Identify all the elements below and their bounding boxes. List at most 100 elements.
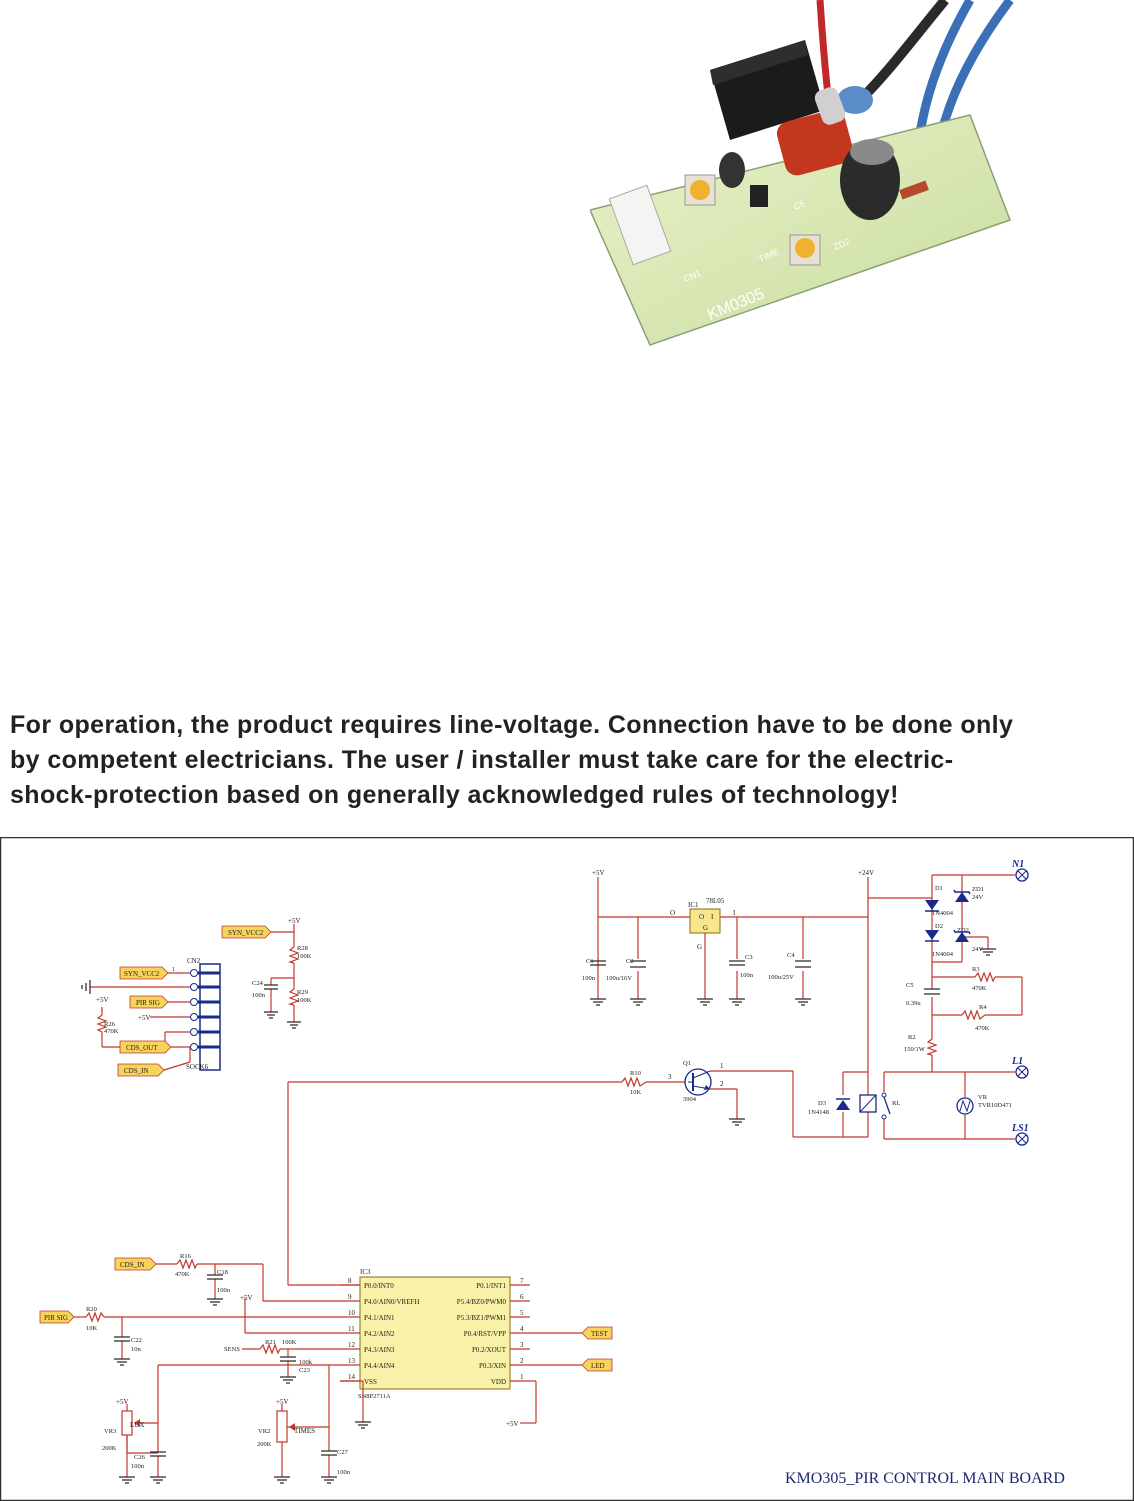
r29-ref: R29 [297, 989, 308, 996]
ic1-pin-g: G [703, 924, 708, 932]
r26-ref: R26 [104, 1021, 116, 1028]
rail-label: +5V [116, 1398, 129, 1406]
q1-pin-c: 1 [720, 1062, 724, 1070]
diode-d3 [836, 1098, 850, 1110]
d2-value: 1N4004 [932, 951, 954, 958]
ic3-pin-name: VDD [491, 1378, 506, 1386]
d2-ref: D2 [935, 923, 943, 930]
ic3-pin-name: P0.0/INT0 [364, 1282, 394, 1290]
r16-ref: R16 [180, 1253, 192, 1260]
ic3-pin-name: P5.4/BZ0/PWM0 [457, 1298, 507, 1306]
ic3-pin-number: 14 [348, 1373, 356, 1381]
net-flag-pir-sig: PIR SIG [129, 995, 169, 1009]
ic1-net-o: O [670, 909, 675, 917]
c22-ref: C22 [131, 1337, 142, 1344]
ic3-pin-number: 3 [520, 1341, 524, 1349]
c3-ref: C3 [745, 954, 753, 961]
sens-label: SENS [224, 1346, 240, 1353]
svg-text:LED: LED [591, 1362, 605, 1370]
svg-text:SYN_VCC2: SYN_VCC2 [228, 929, 264, 937]
c2-ref: C2 [626, 958, 634, 965]
zd1-value: 24V [972, 894, 984, 901]
vr2-ref: VR2 [258, 1428, 270, 1435]
r2-value: 150/1W [904, 1046, 926, 1053]
c4-ref: C4 [787, 952, 795, 959]
svg-text:PIR SIG: PIR SIG [136, 999, 160, 1007]
zd2-value: 24V [972, 946, 984, 953]
svg-text:CDS_IN: CDS_IN [124, 1067, 149, 1075]
rail-label: +5V [138, 1014, 151, 1022]
rail-label: +24V [858, 869, 874, 877]
ic3-ref: IC3 [360, 1268, 371, 1276]
ic3-pin-number: 9 [348, 1293, 352, 1301]
c3-value: 100n [740, 972, 754, 979]
cn2-ref: CN2 [187, 957, 201, 965]
r29-value: 100K [297, 997, 312, 1004]
r10-ref: R10 [630, 1070, 641, 1077]
ic3-pins: 8P0.0/INT09P4.0/AIN0/VREFH10P4.1/AIN111P… [340, 1277, 530, 1386]
r16-value: 470K [175, 1271, 190, 1278]
svg-text:CDS_OUT: CDS_OUT [126, 1044, 158, 1052]
r4-ref: R4 [979, 1004, 987, 1011]
svg-text:PIR SIG: PIR SIG [44, 1314, 68, 1322]
mcu-ic3 [359, 1276, 511, 1390]
times-label: TIMES [294, 1427, 315, 1435]
c26-ref: C26 [134, 1454, 146, 1461]
c24-ref: C24 [252, 980, 264, 987]
ic3-pin-name: P4.0/AIN0/VREFH [364, 1298, 419, 1306]
ic1-net-i: I [733, 909, 736, 917]
ic3-pin-name: P0.3/XIN [479, 1362, 506, 1370]
ic3-pin-name: P4.4/AIN4 [364, 1362, 395, 1370]
warning-line: by competent electricians. The user / in… [10, 746, 954, 774]
c26-value: 100n [131, 1463, 145, 1470]
net-flag-test: TEST [581, 1326, 613, 1340]
svg-text:L1: L1 [1011, 1056, 1023, 1067]
ic3-pin-number: 6 [520, 1293, 524, 1301]
ic3-pin-name: P0.1/INT1 [476, 1282, 506, 1290]
warning-line: For operation, the product requires line… [10, 711, 1014, 739]
net-flag-pir-sig-b: PIR SIG [39, 1310, 75, 1324]
c24-value: 100n [252, 992, 266, 999]
r3-value: 470K [972, 985, 987, 992]
r26-value: 470K [104, 1028, 119, 1035]
ic1-pin-i: I [711, 913, 714, 921]
r20-value: 10K [86, 1325, 98, 1332]
svg-text:CDS_IN: CDS_IN [120, 1261, 145, 1269]
rail-label: +5V [96, 996, 109, 1004]
rail-label: +5V [592, 869, 605, 877]
product-photo: KM0305 TIME CN1 ZD2 C5 [590, 0, 1014, 346]
rail-label: +5V [276, 1398, 289, 1406]
c1-ref: C1 [586, 958, 594, 965]
ic3-pin-number: 5 [520, 1309, 524, 1317]
c18-ref: C18 [217, 1269, 228, 1276]
rail-label: +5V [240, 1294, 253, 1302]
ic3-pin-name: P4.3/AIN3 [364, 1346, 395, 1354]
connector-cn2: CN2 1 SOCK6 [172, 957, 221, 1071]
r28-value: 100K [297, 953, 312, 960]
transistor-q1 [684, 1068, 712, 1096]
vr3-ref: VR3 [104, 1428, 116, 1435]
ic3-pin-number: 12 [348, 1341, 356, 1349]
vr-ref: VR [978, 1094, 988, 1101]
q1-ref: Q1 [683, 1060, 691, 1067]
c27-value: 100n [337, 1469, 351, 1476]
rail-label: +5V [288, 917, 301, 925]
r3-ref: R3 [972, 966, 980, 973]
c23-value: 100k [299, 1359, 313, 1366]
q1-value: 3904 [683, 1096, 697, 1103]
zd2-ref: ZD2 [957, 927, 969, 934]
net-flag-syn-vcc2: SYN_VCC2 [119, 966, 169, 980]
svg-text:N1: N1 [1011, 859, 1024, 870]
net-flag-led: LED [581, 1358, 613, 1372]
diode-d1 [925, 900, 939, 912]
zener-zd2 [953, 929, 971, 942]
ic3-pin-name: P4.2/AIN2 [364, 1330, 395, 1338]
board-label: C5 [792, 198, 806, 212]
c27-ref: C27 [337, 1449, 349, 1456]
zd1-ref: ZD1 [972, 886, 984, 893]
ic3-pin-number: 11 [348, 1325, 355, 1333]
red-wire [816, 0, 832, 96]
x-capacitor [776, 109, 854, 176]
ic3-pin-name: VSS [364, 1378, 377, 1386]
terminal-l1: L1 [1011, 1056, 1029, 1079]
